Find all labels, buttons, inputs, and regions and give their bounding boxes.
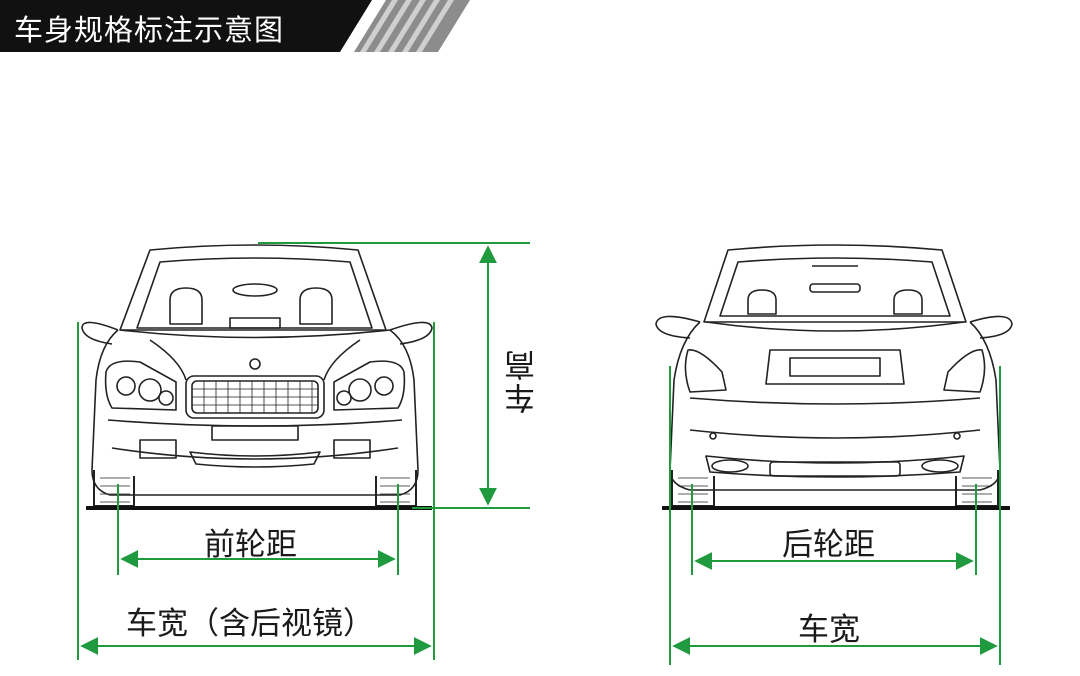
front-track-label: 前轮距: [204, 527, 297, 563]
rear-width-label: 车宽: [798, 612, 860, 648]
rear-track-label: 后轮距: [782, 527, 875, 563]
front-width-label: 车宽（含后视镜）: [126, 606, 374, 642]
height-label: 车高: [505, 348, 541, 414]
page-title: 车身规格标注示意图: [14, 13, 285, 47]
rear-car-drawing: [655, 244, 1013, 507]
front-dimensions: [77, 242, 530, 660]
front-car-drawing: [81, 244, 433, 507]
header-bar: 车身规格标注示意图: [0, 0, 470, 52]
header-background: [0, 0, 470, 52]
rear-dimensions: [669, 366, 1001, 665]
